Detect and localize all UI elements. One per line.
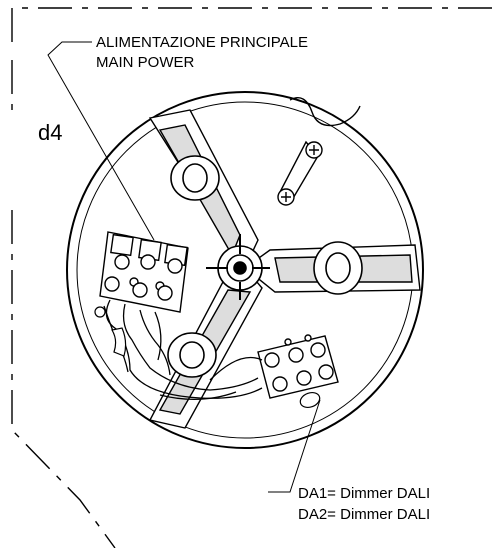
wire-sleeves xyxy=(94,306,321,409)
main-power-label-it: ALIMENTAZIONE PRINCIPALE xyxy=(96,34,308,51)
dashed-outline xyxy=(11,7,493,548)
ground-screw xyxy=(277,140,323,206)
main-power-label-en: MAIN POWER xyxy=(96,54,195,71)
main-power-terminal xyxy=(99,231,189,313)
diagram-id-label: d4 xyxy=(38,120,62,145)
dali-label-1: DA1= Dimmer DALI xyxy=(298,485,430,502)
center-hub xyxy=(206,234,270,300)
dali-label-2: DA2= Dimmer DALI xyxy=(298,506,430,523)
mounting-slots xyxy=(167,155,363,378)
dali-terminal xyxy=(257,334,339,399)
leader-lines xyxy=(47,41,321,493)
